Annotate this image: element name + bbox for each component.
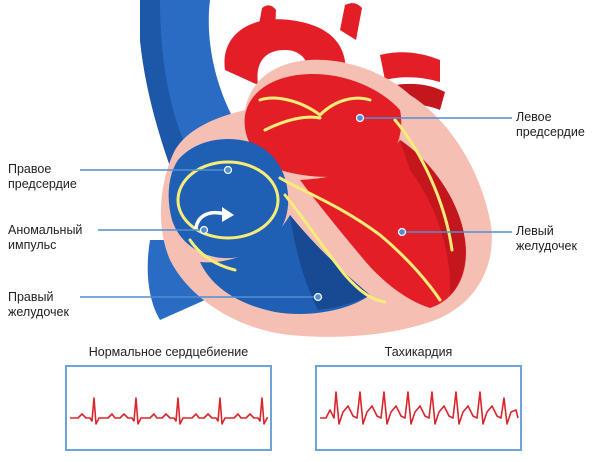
ecg-normal-title: Нормальное сердцебиение [88,345,249,359]
impulse-arrowhead-icon [222,207,234,222]
label-right-ventricle: Правый желудочек [8,290,69,319]
ecg-normal-frame [65,365,272,451]
label-right-atrium: Правое предсердие [8,162,77,191]
vena-cava-shade [140,0,195,180]
aorta-branch-1 [258,5,276,32]
conduction-system [176,96,454,304]
impulse-arrow-icon [194,210,227,230]
ecg-tachy-title: Тахикардия [384,345,453,359]
leader-lines [80,113,512,302]
ecg-normal-trace [70,397,268,425]
label-left-ventricle: Левый желудочек [516,224,577,253]
label-left-atrium: Левое предсердие [516,110,585,139]
label-abnormal-impulse: Аномальный импульс [8,223,83,252]
aorta-branch-2 [340,3,362,40]
abnormal-circuit [176,160,280,240]
right-ventricle-shade [290,215,370,310]
left-ventricle-shade [400,140,466,295]
ecg-tachy-trace [320,391,519,425]
pulmonary-vein-right [380,52,440,82]
